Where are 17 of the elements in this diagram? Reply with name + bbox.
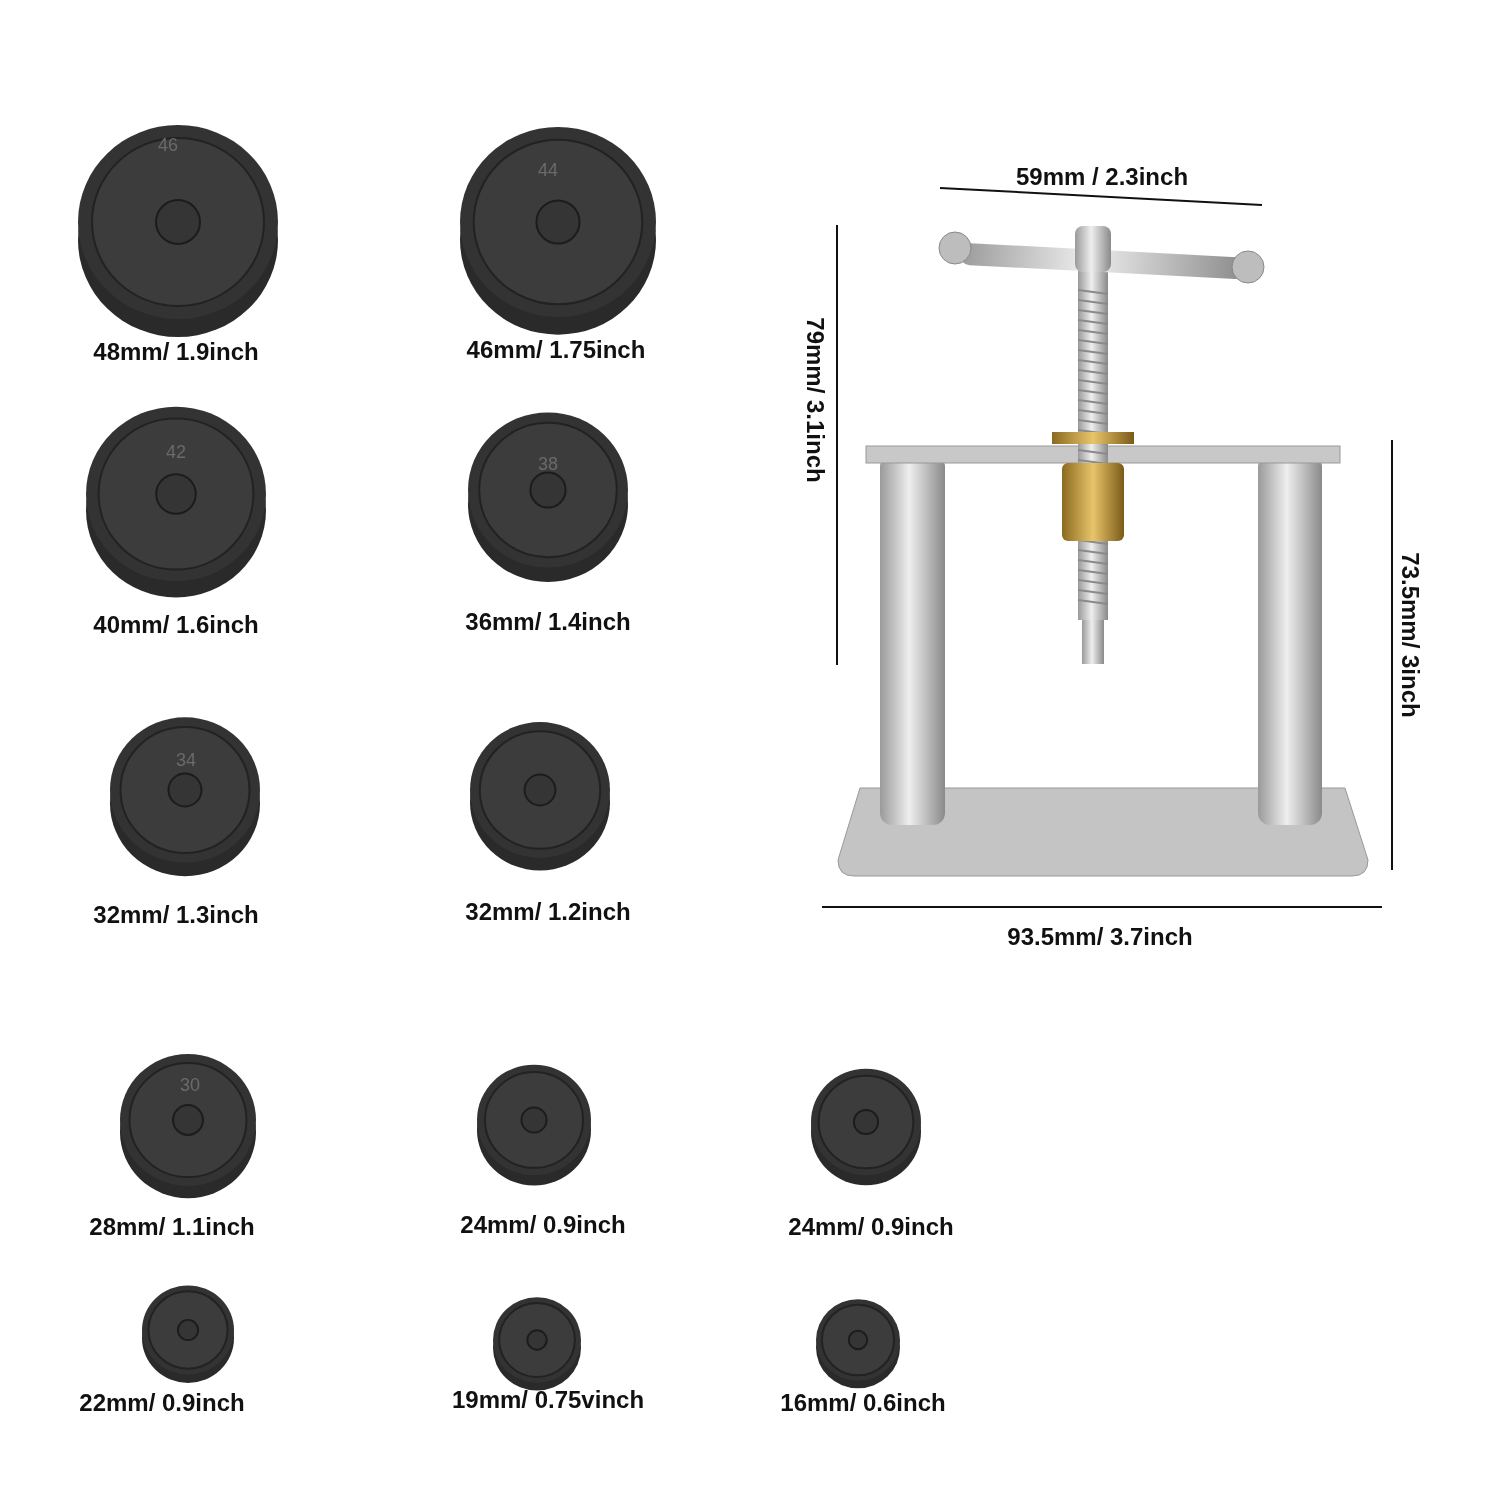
dimension-label: 59mm / 2.3inch (1015, 163, 1189, 191)
engraved-number: 46 (158, 135, 178, 155)
dimension-label: 73.5mm/ 3inch (1396, 552, 1424, 718)
size-label: 19mm/ 0.75vinch (451, 1386, 645, 1414)
size-label: 46mm/ 1.75inch (466, 336, 646, 364)
size-label: 32mm/ 1.2inch (465, 898, 631, 926)
size-label: 28mm/ 1.1inch (89, 1213, 255, 1241)
size-label: 40mm/ 1.6inch (93, 611, 259, 639)
size-label: 24mm/ 0.9inch (460, 1211, 626, 1239)
size-label: 32mm/ 1.3inch (93, 901, 259, 929)
dimension-label: 79mm/ 3.1inch (801, 317, 829, 483)
size-label: 48mm/ 1.9inch (93, 338, 259, 366)
size-label: 36mm/ 1.4inch (465, 608, 631, 636)
size-label: 24mm/ 0.9inch (788, 1213, 954, 1241)
size-label: 22mm/ 0.9inch (79, 1389, 245, 1417)
size-label: 16mm/ 0.6inch (780, 1389, 946, 1417)
dimension-label: 93.5mm/ 3.7inch (1007, 923, 1193, 951)
